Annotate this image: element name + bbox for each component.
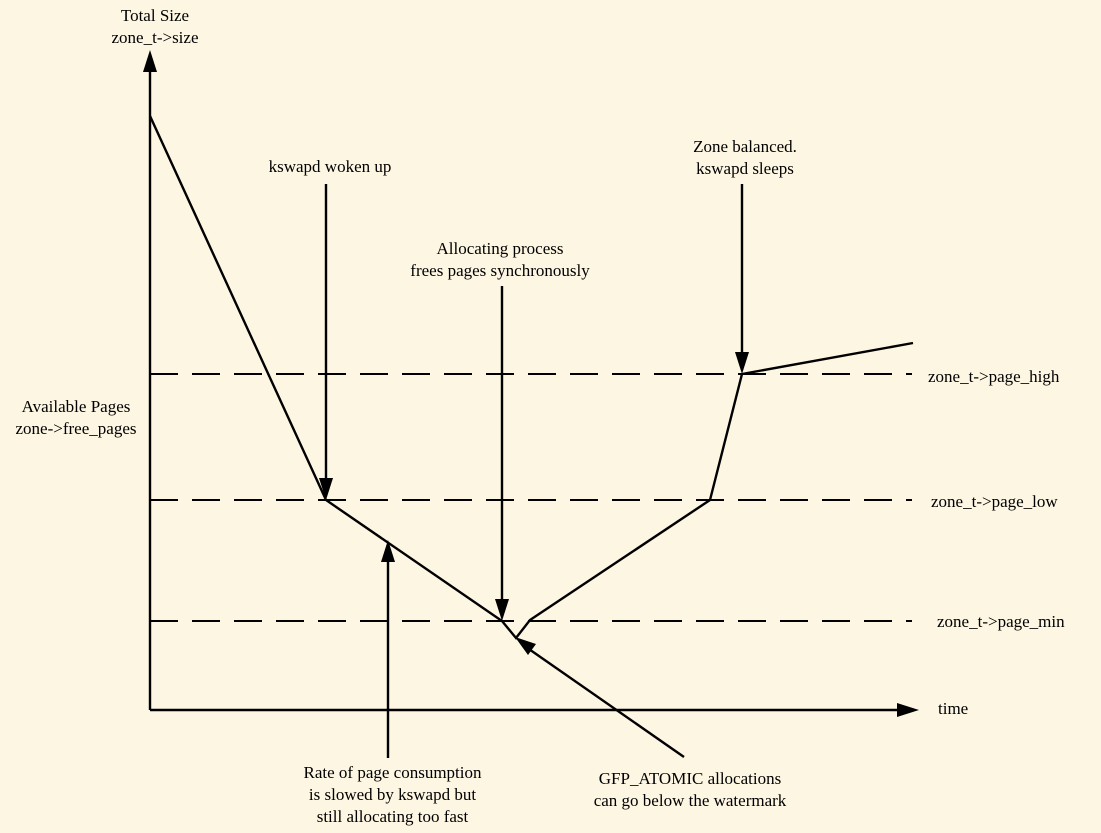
y-axis-label: Total Size zone_t->size	[111, 6, 199, 47]
gfp-atomic-label: GFP_ATOMIC allocations can go below the …	[593, 769, 787, 810]
gfp-arrow	[525, 646, 685, 758]
free-pages-curve	[148, 115, 914, 640]
page-high-label: zone_t->page_high	[928, 367, 1060, 386]
rate-arrowhead	[381, 540, 395, 562]
time-axis-label: time	[938, 699, 969, 718]
page-low-label: zone_t->page_low	[931, 492, 1058, 511]
page-min-label: zone_t->page_min	[937, 612, 1065, 631]
allocating-arrowhead	[495, 599, 509, 621]
y-axis-arrowhead	[143, 50, 157, 72]
kswapd-woken-label: kswapd woken up	[268, 157, 392, 176]
gfp-arrowhead	[515, 637, 536, 655]
kswapd-woken-arrowhead	[319, 478, 333, 500]
balanced-arrowhead	[735, 352, 749, 374]
zone-balanced-label: Zone balanced. kswapd sleeps	[693, 137, 797, 178]
allocating-process-label: Allocating process frees pages synchrono…	[410, 239, 590, 280]
x-axis-arrowhead	[897, 703, 919, 717]
available-pages-label: Available Pages zone->free_pages	[15, 397, 137, 438]
rate-consumption-label: Rate of page consumption is slowed by ks…	[303, 763, 482, 826]
